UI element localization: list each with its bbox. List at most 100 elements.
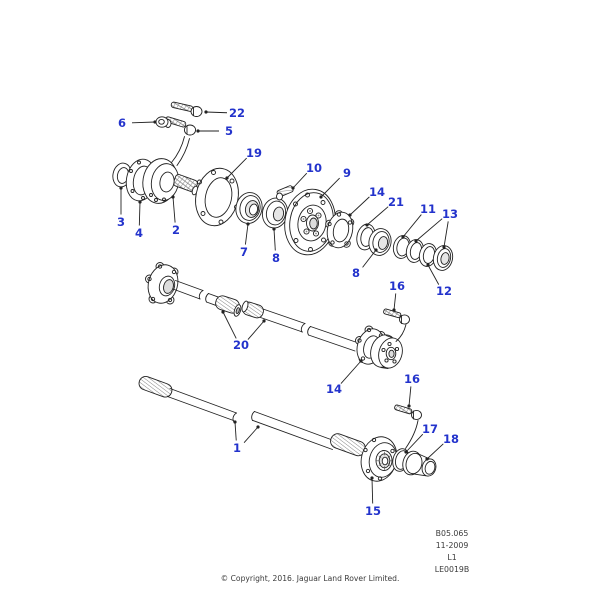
callout-4: 4 [135,226,143,240]
bolt-22-icon [170,101,203,117]
drive-flange-rear [370,334,403,369]
leader-dot [319,195,323,199]
drawing-root [112,101,454,482]
leader-line [366,206,389,226]
leader-line [402,214,422,238]
callout-17: 17 [422,422,438,436]
part-13-locknut [432,245,454,271]
callout-13: 13 [442,207,458,221]
leader-line [427,264,440,285]
doc-info-line-3: L1 [447,553,456,562]
leader-line [247,320,265,340]
bolt-16-upper-icon [383,308,410,342]
leader-dot [348,213,352,217]
leader-dot [404,450,408,454]
doc-info-block: B05.065 11-2009 L1 LE0019B [435,529,469,574]
leader-line [405,433,424,453]
leader-dot [119,186,123,190]
leader-dot [272,227,276,231]
part-18-hub-cap [402,450,437,477]
leader-line [234,421,237,441]
leader-dot [401,235,405,239]
leader-dot [359,359,363,363]
bolt-5-icon [164,116,197,136]
callout-12: 12 [436,284,452,298]
bolt-guide-curve-b [176,138,190,166]
callout-16: 16 [404,372,420,386]
callout-18: 18 [443,432,459,446]
part-8-seal-outer [368,228,392,256]
callout-14: 14 [326,382,342,396]
leader-dot [153,120,157,124]
leader-dot [442,245,446,249]
leader-line [371,477,374,504]
leader-dot [256,425,260,429]
leader-dot [246,222,250,226]
callout-7: 7 [240,245,248,259]
leader-line [320,177,340,198]
callout-11: 11 [420,202,436,216]
callout-8: 8 [272,251,280,265]
part-19-gasket [195,167,239,227]
bolt-guide-curve-a [171,136,185,163]
callout-16: 16 [389,279,405,293]
part-20-rear-axle-shaft [145,262,358,352]
part-8-seal-inner [261,197,289,229]
callout-6: 6 [118,116,126,130]
bolt-16-lower-icon [394,404,422,449]
part-2-stub-axle [142,158,199,204]
doc-info-line-2: 11-2009 [436,541,469,550]
leader-line [393,293,397,311]
callout-8: 8 [352,266,360,280]
leader-dot [262,319,266,323]
callout-19: 19 [246,146,262,160]
callout-10: 10 [306,161,322,175]
leader-dot [374,248,378,252]
callout-2: 2 [172,223,180,237]
leader-dot [221,310,225,314]
callout-1: 1 [233,441,241,455]
part-14-gasket-upper [325,210,355,249]
leader-line [292,172,308,189]
leader-line [244,223,249,245]
leader-dot [426,263,430,267]
callout-22: 22 [229,106,245,120]
part-15-drive-flange [360,436,398,482]
leader-line [273,228,276,251]
callout-21: 21 [388,195,404,209]
callout-9: 9 [343,166,351,180]
leader-line [205,111,228,114]
leader-dot [425,457,429,461]
leader-line [426,443,444,460]
callout-20: 20 [233,338,249,352]
leader-dot [196,129,200,133]
callout-5: 5 [225,124,233,138]
callout-14: 14 [369,185,385,199]
leader-dot [392,308,396,312]
leader-dot [414,239,418,243]
leader-line [408,386,412,407]
leader-line [443,221,449,248]
leader-line [415,218,443,242]
leader-line [243,426,259,443]
leader-dot [233,420,237,424]
leader-line [131,121,156,124]
part-7-bearing [235,192,263,224]
leader-line [349,196,370,216]
part-12-ring [418,243,438,267]
leader-dot [204,110,208,114]
doc-info-line-1: B05.065 [436,529,469,538]
leader-line [172,196,176,223]
leader-line [222,311,237,339]
callout-15: 15 [365,504,381,518]
leader-line [340,360,362,384]
leader-dot [365,223,369,227]
leader-dot [171,195,175,199]
doc-info-line-4: LE0019B [435,565,469,574]
leader-dot [138,200,142,204]
leader-dot [370,476,374,480]
leader-line [226,157,247,179]
